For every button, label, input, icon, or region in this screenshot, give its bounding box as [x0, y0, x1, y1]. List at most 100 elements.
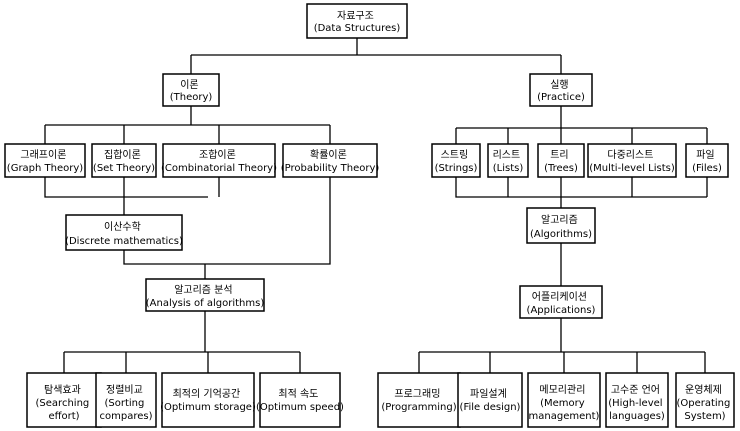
node-operating-system-line-2: (Operating — [676, 398, 730, 409]
node-files-line-2: (Files) — [692, 163, 722, 174]
node-optimum-speed-line-2: (Optimum speed) — [256, 402, 344, 413]
node-graph-theory-line-1: 그래프이론 — [20, 149, 66, 161]
node-high-level-languages-label: 고수준 언어 (High-level languages) — [608, 384, 665, 422]
node-lists-label: 리스트 (Lists) — [493, 149, 524, 174]
node-applications-label: 어플리케이션 (Applications) — [527, 291, 596, 316]
node-lists-line-2: (Lists) — [493, 163, 524, 174]
node-trees-label: 트리 (Trees) — [544, 149, 578, 174]
node-searching-effort: 탐색효과 (Searching effort) — [26, 372, 102, 428]
node-sorting-compares-line-3: compares) — [100, 411, 153, 422]
node-set-theory: 집합이론 (Set Theory) — [91, 143, 157, 178]
node-programming-line-1: 프로그래밍 — [394, 388, 440, 400]
edge-applications-children — [418, 318, 706, 373]
node-algorithms-line-2: (Algorithms) — [530, 229, 592, 240]
node-memory-management-line-1: 메모리관리 — [539, 384, 585, 396]
node-applications-line-1: 어플리케이션 — [532, 291, 587, 303]
node-sorting-compares-label: 정렬비교 (Sorting compares) — [100, 383, 153, 422]
node-probability-theory-line-1: 확률이론 — [310, 149, 347, 161]
node-file-design-line-2: (File design) — [460, 402, 521, 413]
node-discrete-mathematics-line-2: (Discrete mathematics) — [65, 236, 183, 247]
node-set-theory-line-2: (Set Theory) — [93, 163, 155, 174]
node-root-label: 자료구조 (Data Structures) — [314, 10, 401, 34]
node-lists: 리스트 (Lists) — [487, 143, 529, 178]
node-practice-label: 실행 (Practice) — [537, 79, 585, 103]
edge-discrete-prob-to-analysis — [123, 177, 331, 279]
node-theory: 이론 (Theory) — [162, 73, 220, 107]
node-strings-line-2: (Strings) — [435, 163, 478, 174]
node-strings-label: 스트링 (Strings) — [435, 149, 478, 174]
node-sorting-compares: 정렬비교 (Sorting compares) — [95, 372, 157, 428]
node-programming-label: 프로그래밍 (Programming) — [381, 388, 456, 413]
node-combinatorial-theory-line-2: (Combinatorial Theory) — [161, 163, 277, 174]
node-practice-line-1: 실행 — [550, 79, 568, 91]
node-probability-theory-line-2: (Probability Theory) — [281, 163, 380, 174]
edge-analysis-children — [63, 311, 301, 373]
node-analysis-of-algorithms-line-1: 알고리즘 분석 — [174, 284, 232, 296]
node-combinatorial-theory-label: 조합이론 (Combinatorial Theory) — [161, 149, 277, 174]
node-memory-management: 메모리관리 (Memory management) — [527, 372, 601, 428]
node-discrete-mathematics: 이산수학 (Discrete mathematics) — [65, 214, 183, 251]
node-programming: 프로그래밍 (Programming) — [377, 372, 461, 428]
node-strings-line-1: 스트링 — [441, 149, 469, 161]
node-trees-line-1: 트리 — [550, 149, 568, 161]
node-searching-effort-line-1: 탐색효과 — [44, 384, 81, 396]
node-discrete-mathematics-line-1: 이산수학 — [104, 221, 141, 233]
edge-practice-children — [455, 106, 708, 144]
node-multi-level-lists: 다중리스트 (Multi-level Lists) — [587, 143, 677, 178]
node-analysis-of-algorithms-line-2: (Analysis of algorithms) — [146, 298, 265, 309]
node-practice: 실행 (Practice) — [529, 73, 593, 107]
node-probability-theory: 확률이론 (Probability Theory) — [281, 143, 380, 178]
node-memory-management-label: 메모리관리 (Memory management) — [529, 384, 600, 422]
node-high-level-languages-line-1: 고수준 언어 — [611, 384, 660, 396]
node-files-label: 파일 (Files) — [692, 149, 722, 174]
node-memory-management-line-2: (Memory — [540, 398, 585, 409]
node-searching-effort-label: 탐색효과 (Searching effort) — [36, 384, 93, 422]
node-operating-system: 운영체제 (Operating System) — [675, 372, 735, 428]
node-optimum-speed-line-1: 최적 속도 — [278, 388, 318, 400]
node-searching-effort-line-3: effort) — [48, 411, 79, 422]
node-operating-system-line-3: System) — [684, 411, 725, 422]
node-sorting-compares-line-1: 정렬비교 — [106, 383, 143, 396]
node-high-level-languages: 고수준 언어 (High-level languages) — [605, 372, 669, 428]
node-combinatorial-theory-line-1: 조합이론 — [199, 149, 236, 161]
node-algorithms: 알고리즘 (Algorithms) — [526, 207, 596, 244]
node-set-theory-label: 집합이론 (Set Theory) — [93, 149, 155, 174]
edge-children-to-discrete — [44, 177, 220, 215]
node-file-design-line-1: 파일설계 — [470, 388, 507, 400]
node-root-line-1: 자료구조 — [337, 10, 374, 22]
node-analysis-of-algorithms-label: 알고리즘 분석 (Analysis of algorithms) — [146, 284, 265, 309]
node-memory-management-line-3: management) — [529, 411, 600, 422]
edge-children-to-algorithms — [455, 177, 708, 208]
connector-lines — [44, 38, 708, 373]
edge-theory-children — [44, 106, 331, 144]
node-trees: 트리 (Trees) — [537, 143, 585, 178]
node-theory-line-1: 이론 — [180, 79, 198, 91]
node-operating-system-label: 운영체제 (Operating System) — [676, 384, 733, 422]
node-optimum-storage-line-1: 최적의 기억공간 — [173, 388, 241, 400]
node-theory-label: 이론 (Theory) — [170, 79, 213, 103]
node-analysis-of-algorithms: 알고리즘 분석 (Analysis of algorithms) — [145, 278, 265, 312]
node-algorithms-label: 알고리즘 (Algorithms) — [530, 214, 592, 240]
node-trees-line-2: (Trees) — [544, 163, 578, 174]
node-optimum-speed: 최적 속도 (Optimum speed) — [256, 372, 344, 428]
node-practice-line-2: (Practice) — [537, 92, 585, 103]
node-files: 파일 (Files) — [685, 143, 729, 178]
node-graph-theory-label: 그래프이론 (Graph Theory) — [7, 149, 84, 174]
node-applications-line-2: (Applications) — [527, 305, 596, 316]
node-multi-level-lists-line-1: 다중리스트 — [607, 149, 653, 161]
node-set-theory-line-1: 집합이론 — [104, 149, 141, 161]
node-discrete-mathematics-label: 이산수학 (Discrete mathematics) — [65, 221, 183, 247]
node-sorting-compares-line-2: (Sorting — [104, 398, 144, 409]
node-root: 자료구조 (Data Structures) — [306, 3, 408, 39]
node-theory-line-2: (Theory) — [170, 92, 213, 103]
node-strings: 스트링 (Strings) — [431, 143, 481, 178]
node-operating-system-line-1: 운영체제 — [685, 384, 722, 396]
node-searching-effort-line-2: (Searching — [36, 398, 90, 409]
node-optimum-speed-label: 최적 속도 (Optimum speed) — [256, 388, 344, 413]
node-multi-level-lists-label: 다중리스트 (Multi-level Lists) — [589, 149, 675, 174]
node-optimum-storage: 최적의 기억공간 (Optimum storage) — [160, 372, 256, 428]
node-high-level-languages-line-3: languages) — [609, 411, 665, 422]
node-probability-theory-label: 확률이론 (Probability Theory) — [281, 149, 380, 174]
node-high-level-languages-line-2: (High-level — [608, 398, 662, 409]
